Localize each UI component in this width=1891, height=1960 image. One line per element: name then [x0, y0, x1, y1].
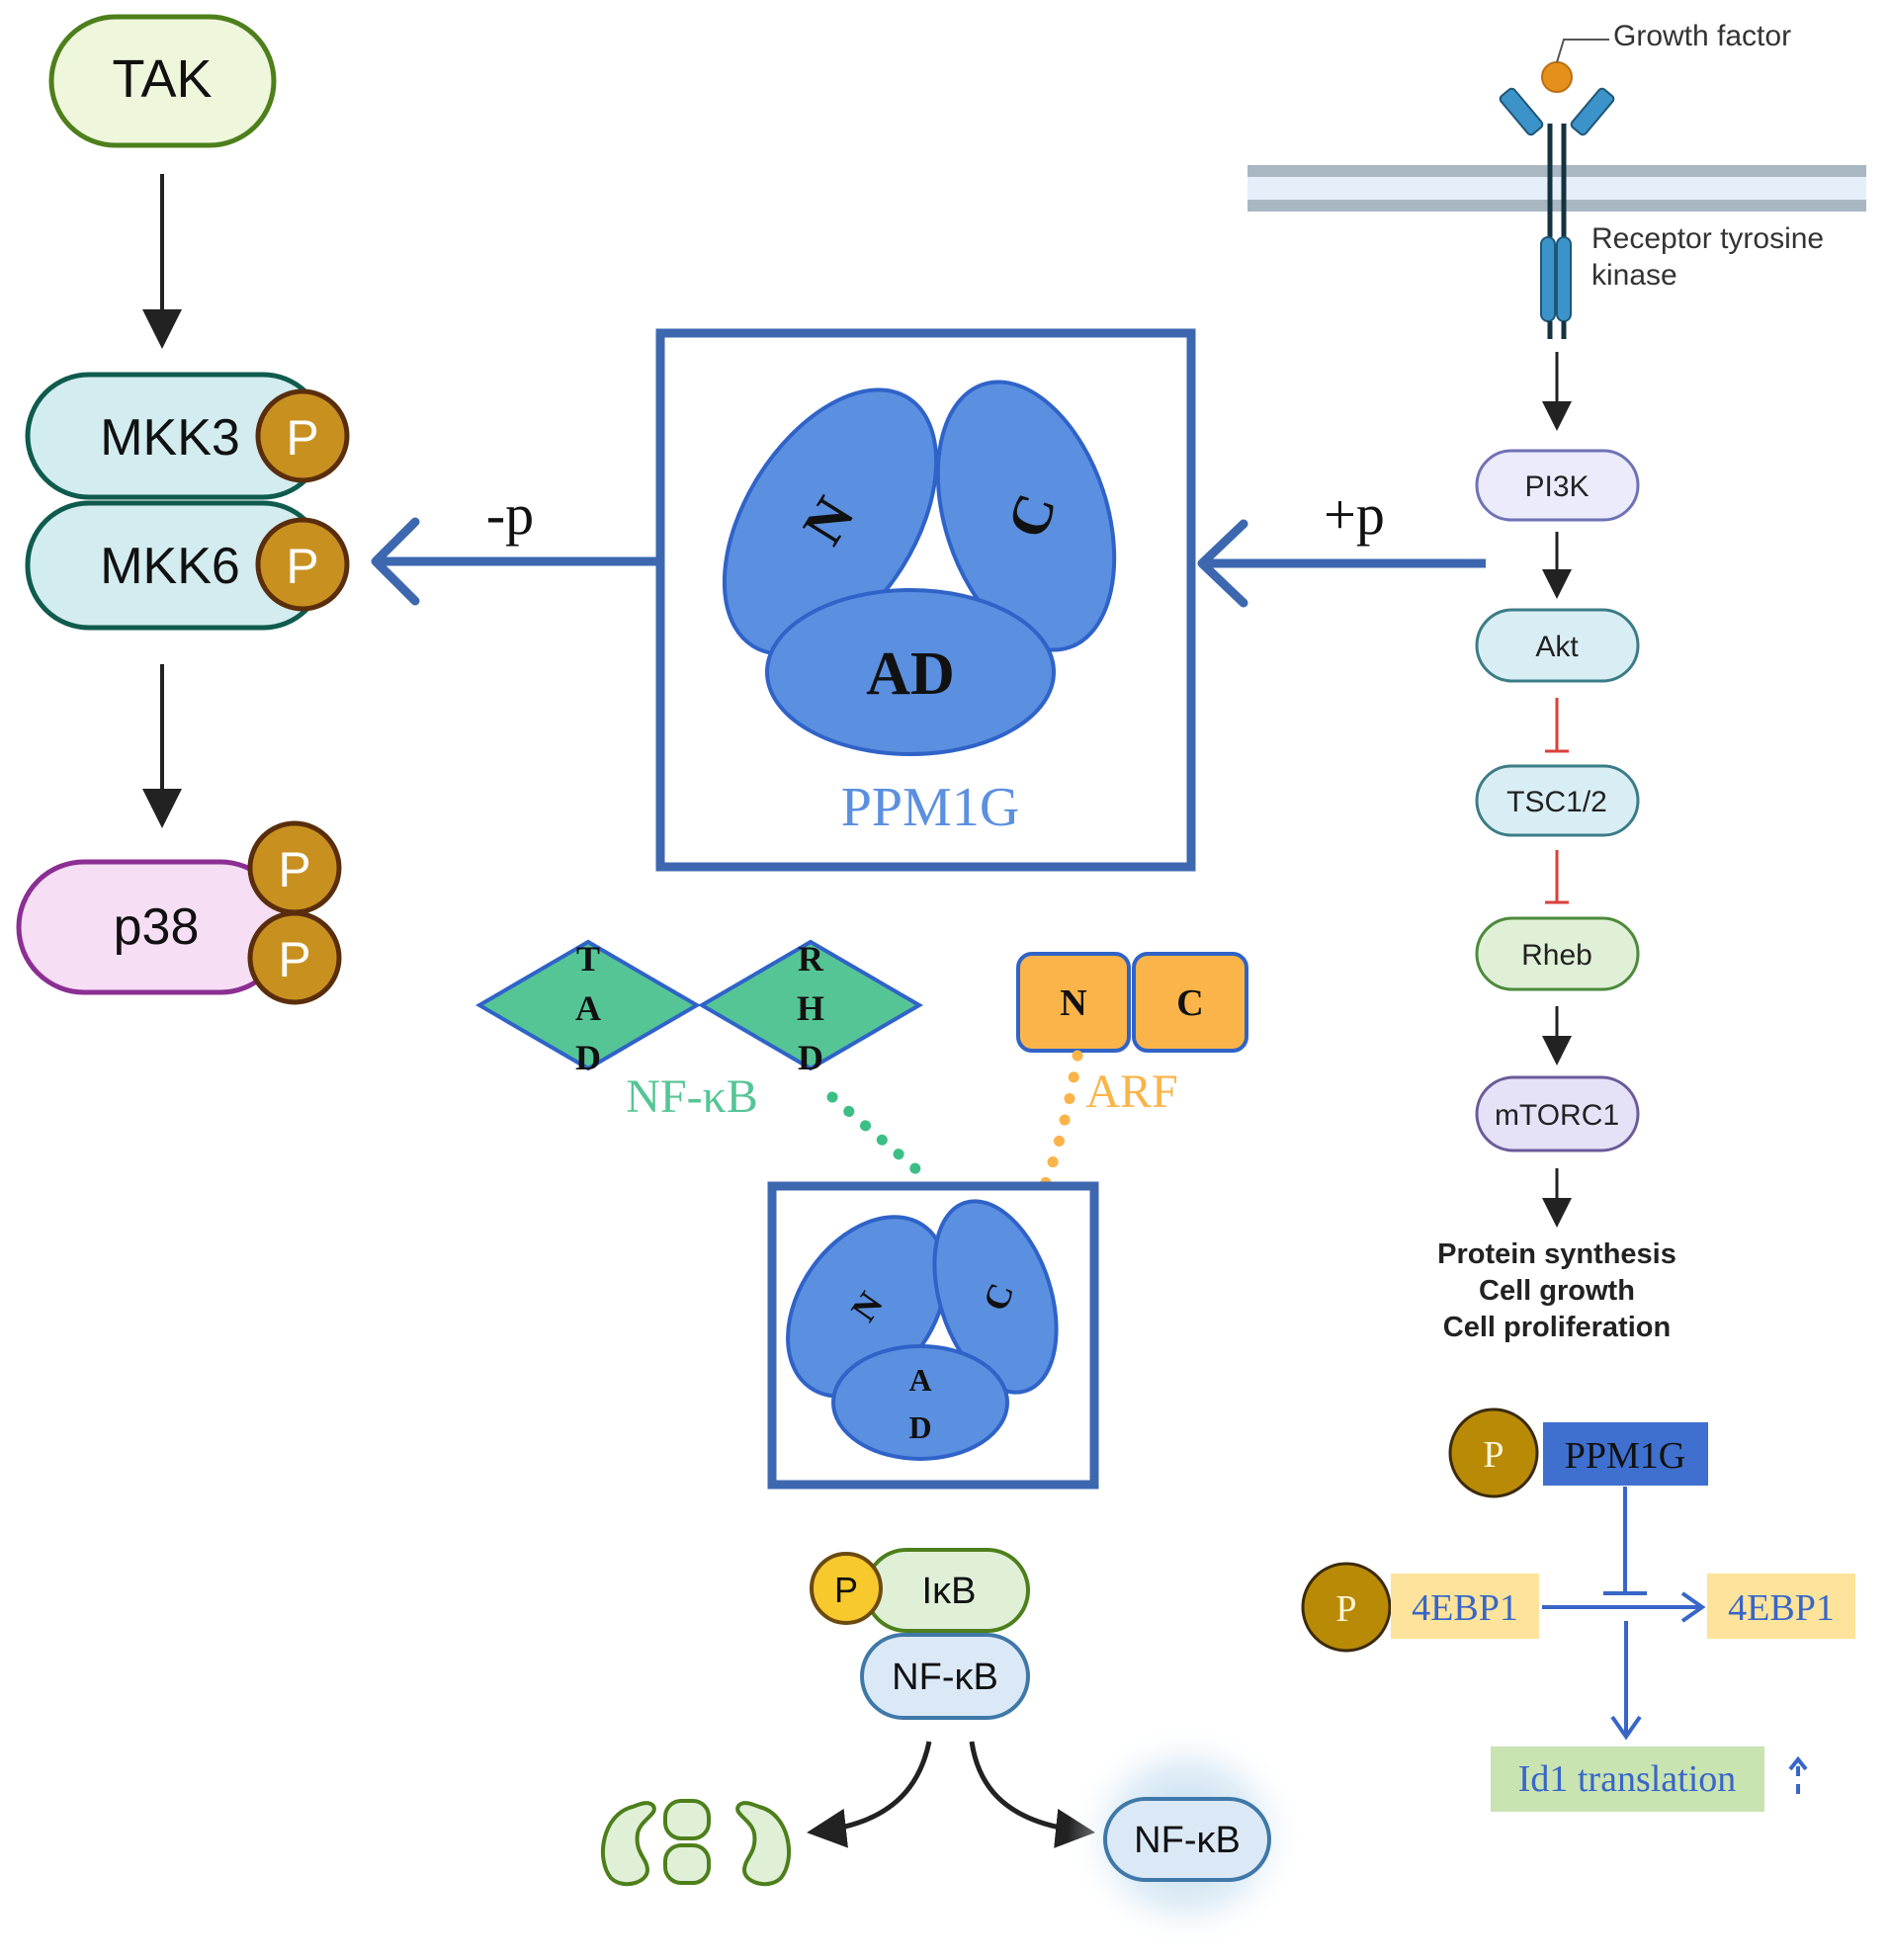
- mtorc1-node: mTORC1: [1475, 1075, 1640, 1152]
- p38-node: p38: [16, 859, 289, 995]
- ppm1g-domain-ad: AD: [765, 588, 1056, 756]
- svg-text:D: D: [908, 1409, 931, 1445]
- svg-text:AD: AD: [866, 640, 955, 708]
- nfkb-tad-domain: T A D: [475, 939, 701, 1077]
- phosphorylation-arrow: [1197, 519, 1486, 608]
- mkk3-label: MKK3: [100, 409, 240, 467]
- small-ppm1g-domain-c: C: [932, 1199, 1059, 1395]
- svg-text:NF-κB: NF-κB: [892, 1657, 998, 1698]
- svg-text:T: T: [576, 939, 600, 979]
- mkk6-node: MKK6: [25, 500, 327, 631]
- arf-n-domain: N: [1016, 952, 1131, 1053]
- upregulation-arrow-icon: [1788, 1755, 1808, 1794]
- outcome-cell-growth: Cell growth: [1479, 1275, 1635, 1307]
- svg-text:R: R: [798, 939, 824, 979]
- phospho-mkk3: P: [255, 388, 350, 483]
- svg-text:4EBP1: 4EBP1: [1728, 1587, 1835, 1629]
- outcome-cell-proliferation: Cell proliferation: [1443, 1312, 1671, 1343]
- svg-text:C: C: [1176, 982, 1203, 1024]
- 4ebp1-right-box: 4EBP1: [1707, 1574, 1855, 1639]
- phospho-4ebp1: P: [1301, 1562, 1392, 1653]
- akt-node: Akt: [1475, 608, 1640, 683]
- rtk-label-line1: Receptor tyrosine: [1591, 222, 1824, 255]
- tsc-node: TSC1/2: [1475, 764, 1640, 837]
- phos-label: +p: [1324, 482, 1385, 547]
- ppm1g-domain-n: N: [722, 387, 939, 656]
- id1-translation-box: Id1 translation: [1491, 1747, 1764, 1812]
- svg-text:mTORC1: mTORC1: [1495, 1099, 1619, 1132]
- ppm1g-domain-c: C: [935, 380, 1117, 652]
- svg-text:Id1 translation: Id1 translation: [1518, 1758, 1737, 1800]
- inhibit-ppm1g: [1603, 1487, 1647, 1595]
- svg-text:P: P: [278, 932, 310, 987]
- svg-text:TSC1/2: TSC1/2: [1506, 786, 1607, 818]
- svg-text:P: P: [834, 1570, 858, 1610]
- phospho-mkk6: P: [255, 517, 350, 612]
- arf-c-domain: C: [1132, 952, 1248, 1053]
- arrow-to-id1: [1610, 1621, 1642, 1741]
- arf-label: ARF: [1085, 1065, 1177, 1118]
- svg-text:D: D: [798, 1038, 823, 1077]
- growth-factor-leader: [1556, 39, 1609, 63]
- proteasome-icon: [600, 1799, 792, 1887]
- svg-text:P: P: [278, 842, 310, 897]
- arrow-to-nucleus: [969, 1741, 1095, 1848]
- svg-text:PI3K: PI3K: [1524, 470, 1589, 503]
- svg-text:Rheb: Rheb: [1521, 939, 1592, 972]
- inhibit-tsc-rheb: [1545, 850, 1569, 904]
- pi3k-node: PI3K: [1475, 449, 1640, 522]
- tak-node: TAK: [48, 14, 277, 148]
- svg-text:P: P: [1335, 1588, 1356, 1630]
- growth-factor-label: Growth factor: [1613, 20, 1791, 52]
- svg-text:A: A: [908, 1362, 931, 1398]
- svg-text:NF-κB: NF-κB: [1134, 1820, 1241, 1861]
- svg-text:D: D: [575, 1038, 601, 1077]
- svg-text:A: A: [575, 988, 601, 1028]
- nfkb-nuclear-node: NF-κB: [1103, 1797, 1271, 1882]
- svg-text:4EBP1: 4EBP1: [1412, 1587, 1518, 1629]
- svg-text:PPM1G: PPM1G: [1565, 1435, 1686, 1477]
- mkk6-label: MKK6: [100, 538, 240, 595]
- receptor-tyrosine-kinase-icon: [1499, 87, 1615, 339]
- arrow-4ebp1-dephos: [1542, 1591, 1706, 1623]
- outcome-protein-synthesis: Protein synthesis: [1437, 1238, 1676, 1270]
- ppm1g-small-label-box: PPM1G: [1543, 1422, 1708, 1486]
- dephos-label: -p: [486, 482, 534, 547]
- tak-label: TAK: [112, 49, 212, 109]
- ppm1g-main-label: PPM1G: [841, 777, 1020, 838]
- inhibit-akt-tsc: [1545, 698, 1569, 753]
- phospho-p38-top: P: [247, 820, 342, 915]
- svg-text:Akt: Akt: [1535, 631, 1579, 663]
- svg-text:P: P: [1483, 1434, 1504, 1476]
- svg-text:IκB: IκB: [922, 1571, 977, 1612]
- phospho-ikb: P: [810, 1552, 883, 1625]
- svg-text:P: P: [286, 539, 318, 594]
- rheb-node: Rheb: [1475, 916, 1640, 991]
- nfkb-interaction-dots: [826, 1091, 930, 1182]
- growth-factor-icon: [1541, 61, 1573, 93]
- p38-label: p38: [114, 898, 200, 956]
- 4ebp1-left-box: 4EBP1: [1391, 1574, 1539, 1639]
- nfkb-domain-label: NF-κB: [626, 1070, 758, 1123]
- dephosphorylation-arrow: [371, 517, 656, 606]
- arf-interaction-dots: [1017, 1050, 1083, 1239]
- rtk-label-line2: kinase: [1591, 259, 1677, 292]
- svg-text:P: P: [286, 410, 318, 466]
- svg-text:N: N: [1060, 982, 1086, 1024]
- phospho-p38-bottom: P: [247, 910, 342, 1005]
- svg-text:H: H: [797, 988, 824, 1028]
- arrow-to-proteasome: [807, 1741, 932, 1848]
- ikb-node: IκB: [864, 1548, 1030, 1633]
- nfkb-rhd-domain: R H D: [698, 939, 923, 1077]
- small-ppm1g-domain-ad: A D: [831, 1344, 1009, 1461]
- nfkb-bound-node: NF-κB: [860, 1633, 1030, 1720]
- phospho-ppm1g: P: [1448, 1407, 1539, 1498]
- cell-membrane: [1247, 165, 1866, 212]
